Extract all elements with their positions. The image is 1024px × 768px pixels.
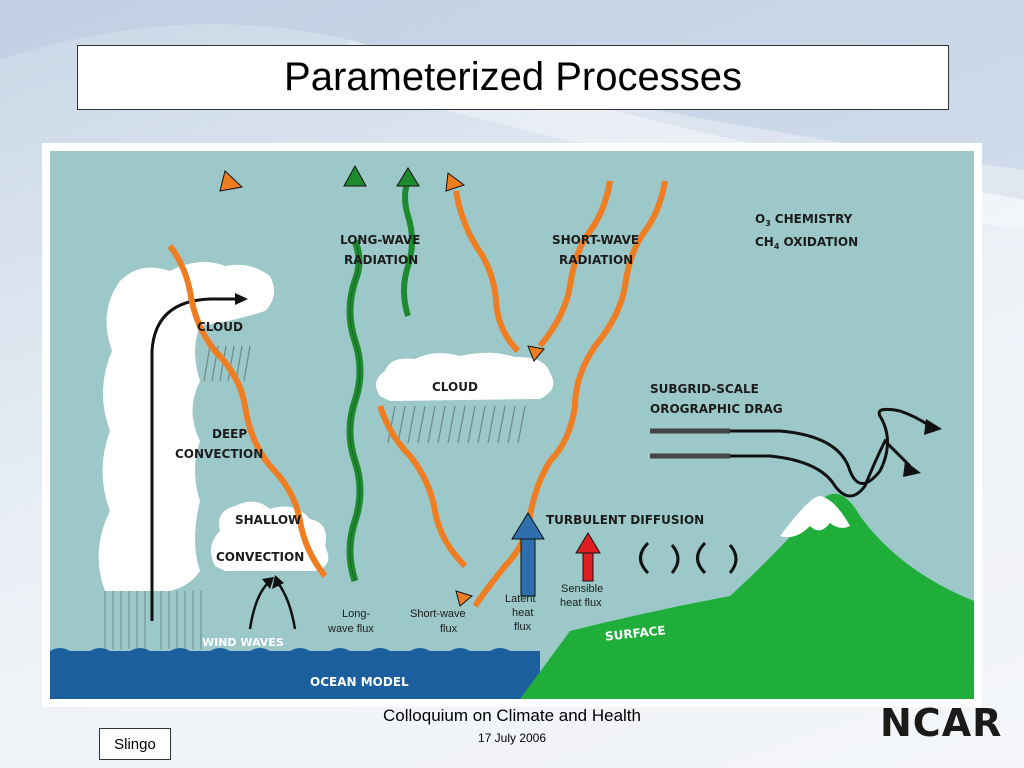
snow-cap <box>780 496 850 538</box>
footer-date: 17 July 2006 <box>477 731 547 745</box>
title-box: Parameterized Processes <box>77 45 949 110</box>
label-sensible-1: Sensible <box>561 583 603 595</box>
deep-convection-arrowhead <box>235 293 248 305</box>
label-turbulent: TURBULENT DIFFUSION <box>546 513 704 527</box>
sensible-heat-arrow <box>582 550 594 582</box>
label-sw-flux-1: Short-wave <box>410 608 466 620</box>
shortwave-arrowhead-in2 <box>455 590 474 607</box>
label-longwave-2: RADIATION <box>344 253 418 267</box>
label-latent-2: heat <box>512 607 533 619</box>
longwave-arrow-outline <box>349 240 361 582</box>
sensible-heat-arrowhead <box>575 532 601 554</box>
shallow-arrowhead-right <box>272 575 284 589</box>
rain-middle <box>387 405 526 444</box>
ocean <box>50 651 540 699</box>
diagram-canvas: LONG-WAVE RADIATION SHORT-WAVE RADIATION… <box>50 151 974 699</box>
climate-diagram: LONG-WAVE RADIATION SHORT-WAVE RADIATION… <box>42 143 982 707</box>
drag-arrowhead-top <box>924 419 942 435</box>
shortwave-arrowhead-left <box>219 170 244 192</box>
label-shortwave-2: RADIATION <box>559 253 633 267</box>
shallow-arrow-left <box>248 582 269 630</box>
longwave-arrow-up <box>346 239 364 583</box>
label-cloud-left: CLOUD <box>197 320 243 334</box>
label-surface: SURFACE <box>604 623 666 643</box>
rain-deep-base <box>104 591 202 649</box>
land <box>520 493 974 699</box>
label-shallow-1: SHALLOW <box>235 513 301 527</box>
eddy-2 <box>670 544 680 574</box>
deep-convection-cloud <box>98 262 274 591</box>
label-ocean-model: OCEAN MODEL <box>310 675 409 689</box>
label-wind-waves: WIND WAVES <box>202 636 284 649</box>
author-label: Slingo <box>114 735 156 753</box>
label-cloud-middle: CLOUD <box>432 380 478 394</box>
drag-arrow-bottom <box>650 438 912 498</box>
eddy-1 <box>639 541 650 575</box>
latent-heat-arrow <box>520 535 536 597</box>
drag-arrowhead-bottom <box>903 461 921 477</box>
shortwave-arrowhead-cloud <box>445 172 466 192</box>
shortwave-crossing <box>377 405 468 569</box>
shortwave-reflect-left <box>167 244 328 578</box>
deep-convection-arrow <box>150 297 235 621</box>
label-deep-2: CONVECTION <box>175 447 263 461</box>
middle-cloud <box>376 352 554 401</box>
label-sw-flux-2: flux <box>440 623 458 635</box>
longwave-arrow-cloud <box>401 179 415 317</box>
longwave-arrowhead-1 <box>343 164 367 187</box>
drag-arrow-top <box>650 407 931 485</box>
shortwave-incoming-2 <box>472 180 668 608</box>
label-shortwave-1: SHORT-WAVE <box>552 233 639 247</box>
label-latent-1: Latent <box>505 593 536 605</box>
label-sensible-2: heat flux <box>560 597 602 609</box>
slide-title: Parameterized Processes <box>284 55 742 99</box>
ncar-logo: NCAR <box>880 701 1003 745</box>
ocean-waves <box>50 648 540 659</box>
eddy-4 <box>728 544 738 574</box>
shortwave-arrowhead-in1 <box>527 345 545 362</box>
eddy-3 <box>696 541 707 575</box>
latent-heat-arrowhead <box>511 512 545 540</box>
shallow-arrow-right <box>276 582 297 630</box>
shortwave-incoming-1 <box>537 180 613 348</box>
shallow-arrowhead-left <box>262 577 274 589</box>
shortwave-reflect-cloud <box>453 190 521 354</box>
label-deep-1: DEEP <box>212 427 247 441</box>
label-drag-1: SUBGRID-SCALE <box>650 382 759 396</box>
label-longwave-1: LONG-WAVE <box>340 233 420 247</box>
label-lw-flux-1: Long- <box>342 608 370 620</box>
longwave-arrowhead-2 <box>396 167 420 187</box>
label-shallow-2: CONVECTION <box>216 550 304 564</box>
label-lw-flux-2: wave flux <box>327 623 374 635</box>
label-latent-3: flux <box>514 621 532 633</box>
footer-title: Colloquium on Climate and Health <box>383 706 641 725</box>
author-box: Slingo <box>99 728 171 760</box>
label-drag-2: OROGRAPHIC DRAG <box>650 402 783 416</box>
